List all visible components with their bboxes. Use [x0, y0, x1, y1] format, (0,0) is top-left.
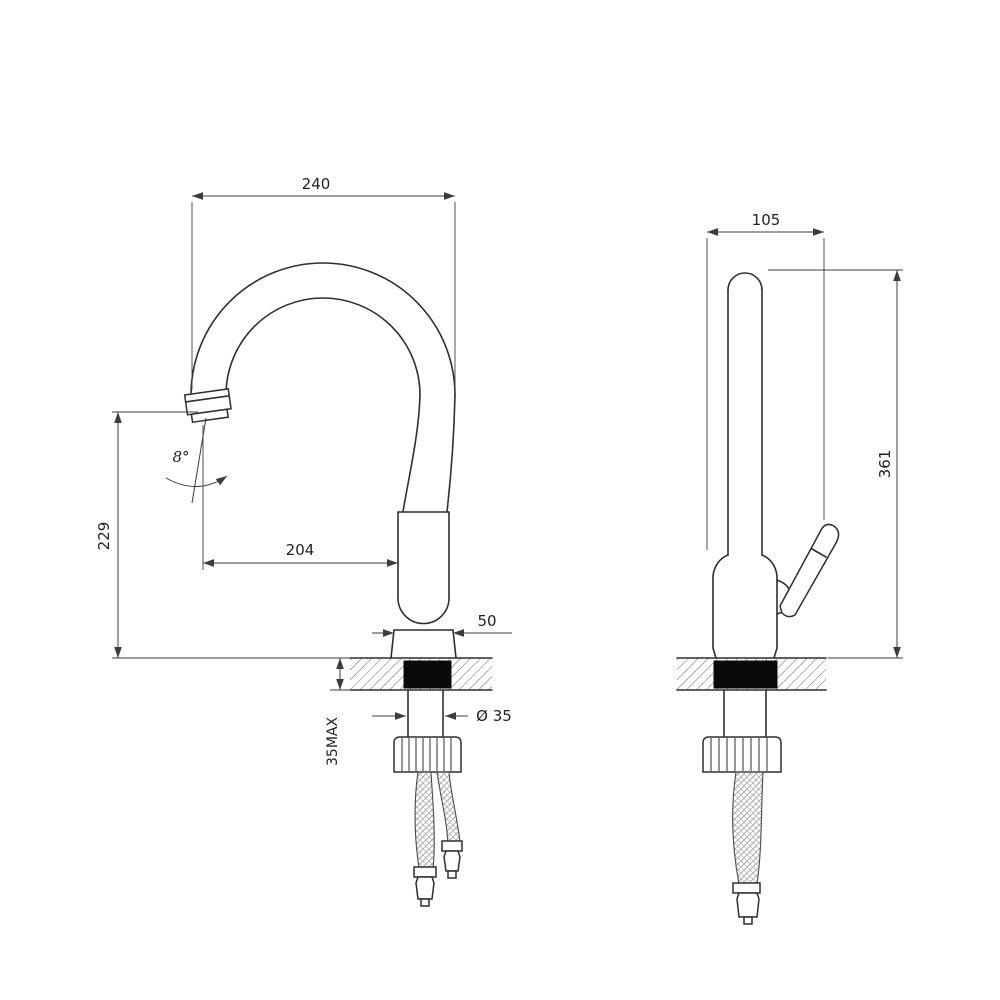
faucet-body: [390, 511, 457, 659]
countertop-side: [676, 657, 827, 691]
dim-50-label: 50: [477, 612, 496, 630]
dim-361-label: 361: [876, 450, 894, 479]
supply-hoses-front: [413, 771, 463, 907]
dim-depth: 105: [706, 211, 825, 550]
dim-35max-label: 35MAX: [325, 717, 341, 766]
handle-lever: [776, 523, 840, 618]
mounting-block-front: [403, 660, 452, 689]
nut-knurling-side: [710, 738, 768, 771]
dim-spout-height: 229: [95, 411, 350, 659]
dim-overall-width: 240: [191, 175, 456, 390]
side-view: 105 361: [676, 211, 903, 925]
nut-knurling-front: [401, 738, 452, 771]
dim-hole-diameter: Ø 35: [372, 707, 512, 725]
dim-229-label: 229: [95, 522, 113, 551]
dim-105-label: 105: [752, 211, 781, 229]
spout-aerator: [183, 388, 232, 424]
spout-outline: [190, 262, 456, 513]
dim-240-label: 240: [302, 175, 331, 193]
swivel-angle-annotation: 8°: [165, 417, 228, 504]
dim-204-label: 204: [286, 541, 315, 559]
angle-label: 8°: [172, 448, 189, 466]
front-view: 8°: [95, 175, 512, 907]
shank-and-nut-front: [393, 689, 462, 773]
side-body-outline: [712, 272, 778, 659]
supply-hose-side: [732, 771, 764, 925]
dim-spout-reach: 204: [202, 425, 398, 570]
mounting-block-side: [713, 660, 778, 689]
shank-and-nut-side: [702, 689, 782, 773]
dim-dia35-label: Ø 35: [476, 707, 512, 725]
countertop-front: [349, 657, 493, 691]
dim-overall-height: 361: [768, 269, 903, 659]
dim-deck-thickness: 35MAX: [325, 658, 354, 766]
dim-base-width: 50: [372, 612, 512, 637]
